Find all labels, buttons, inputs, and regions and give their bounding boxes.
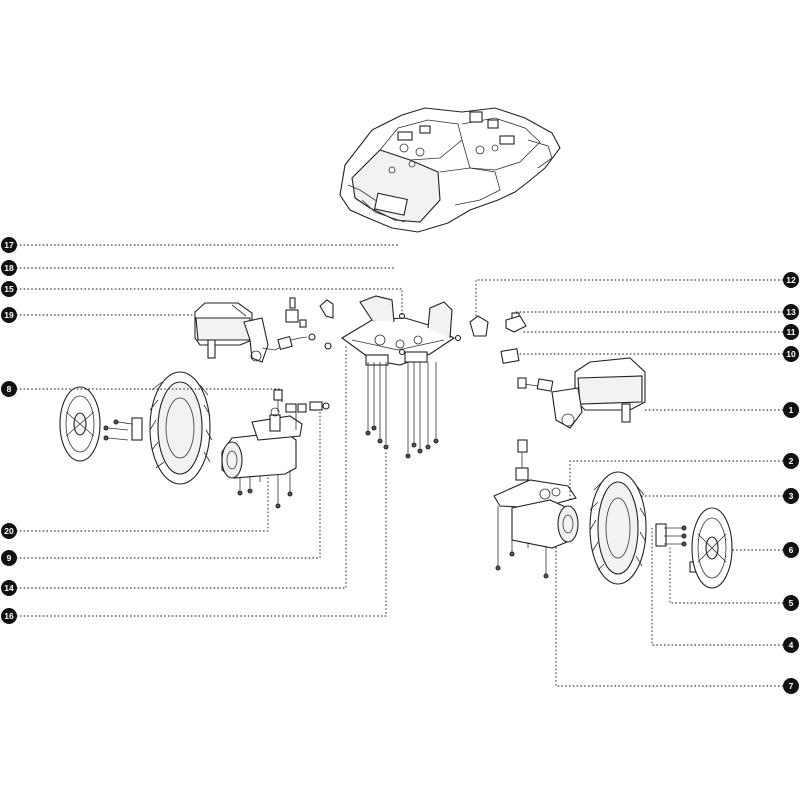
left-gear-motor-connectors	[273, 389, 330, 430]
callout-20-label: 20	[4, 526, 14, 536]
callout-9: 9	[1, 550, 17, 566]
callout-1: 1	[783, 402, 799, 418]
leader-4	[651, 528, 791, 646]
right-small-brackets	[469, 312, 527, 364]
callout-10-label: 10	[786, 349, 796, 359]
leader-9	[16, 410, 321, 559]
callout-12-label: 12	[786, 275, 796, 285]
leader-16	[16, 452, 387, 617]
right-cable-harness	[517, 377, 554, 392]
callout-18: 18	[1, 260, 17, 276]
callout-4: 4	[783, 637, 799, 653]
callout-11: 11	[783, 324, 799, 340]
callout-3-label: 3	[789, 491, 794, 501]
callout-5: 5	[783, 595, 799, 611]
callout-3: 3	[783, 488, 799, 504]
callout-5-label: 5	[789, 598, 794, 608]
callout-19-label: 19	[4, 310, 14, 320]
left-drive-wheel	[149, 371, 213, 485]
left-wheel-screws	[103, 417, 143, 441]
leader-lines	[16, 244, 791, 687]
callout-18-label: 18	[4, 263, 14, 273]
leader-2	[569, 460, 791, 500]
center-frame-bracket	[324, 295, 462, 366]
callout-16: 16	[1, 608, 17, 624]
callout-8: 8	[1, 381, 17, 397]
callout-9-label: 9	[7, 553, 12, 563]
left-gear-motor	[221, 407, 303, 509]
right-gear-motor	[493, 479, 579, 579]
center-frame-screws	[365, 362, 439, 459]
left-motor-cover	[194, 302, 284, 363]
callout-4-label: 4	[789, 640, 794, 650]
callout-13: 13	[783, 304, 799, 320]
callout-2-label: 2	[789, 456, 794, 466]
callout-13-label: 13	[786, 307, 796, 317]
right-motor-cover	[551, 357, 646, 429]
callout-1-label: 1	[789, 405, 794, 415]
callout-15: 15	[1, 281, 17, 297]
leader-14	[16, 346, 347, 589]
callout-2: 2	[783, 453, 799, 469]
callout-20: 20	[1, 523, 17, 539]
callouts: 17 18 15 19 8 20 9 14 16 12 13 11 10 1 2…	[1, 237, 799, 694]
leader-20	[16, 476, 269, 532]
left-hub-cap	[59, 386, 101, 462]
callout-8-label: 8	[7, 384, 12, 394]
right-gear-motor-connectors	[515, 439, 529, 481]
callout-17-label: 17	[4, 240, 14, 250]
callout-17: 17	[1, 237, 17, 253]
right-hub-cap	[691, 507, 733, 589]
callout-19: 19	[1, 307, 17, 323]
leader-8	[16, 388, 283, 402]
callout-15-label: 15	[4, 284, 14, 294]
callout-14-label: 14	[4, 583, 14, 593]
callout-7-label: 7	[789, 681, 794, 691]
leader-12	[475, 279, 791, 318]
callout-14: 14	[1, 580, 17, 596]
leader-7	[555, 546, 791, 687]
left-cable-harness	[277, 297, 316, 351]
callout-7: 7	[783, 678, 799, 694]
callout-16-label: 16	[4, 611, 14, 621]
callout-12: 12	[783, 272, 799, 288]
callout-11-label: 11	[787, 327, 796, 337]
callout-6-label: 6	[789, 545, 794, 555]
right-drive-wheel	[589, 471, 647, 585]
callout-10: 10	[783, 346, 799, 362]
left-small-bracket	[319, 299, 334, 319]
callout-6: 6	[783, 542, 799, 558]
chassis-body	[339, 107, 561, 233]
